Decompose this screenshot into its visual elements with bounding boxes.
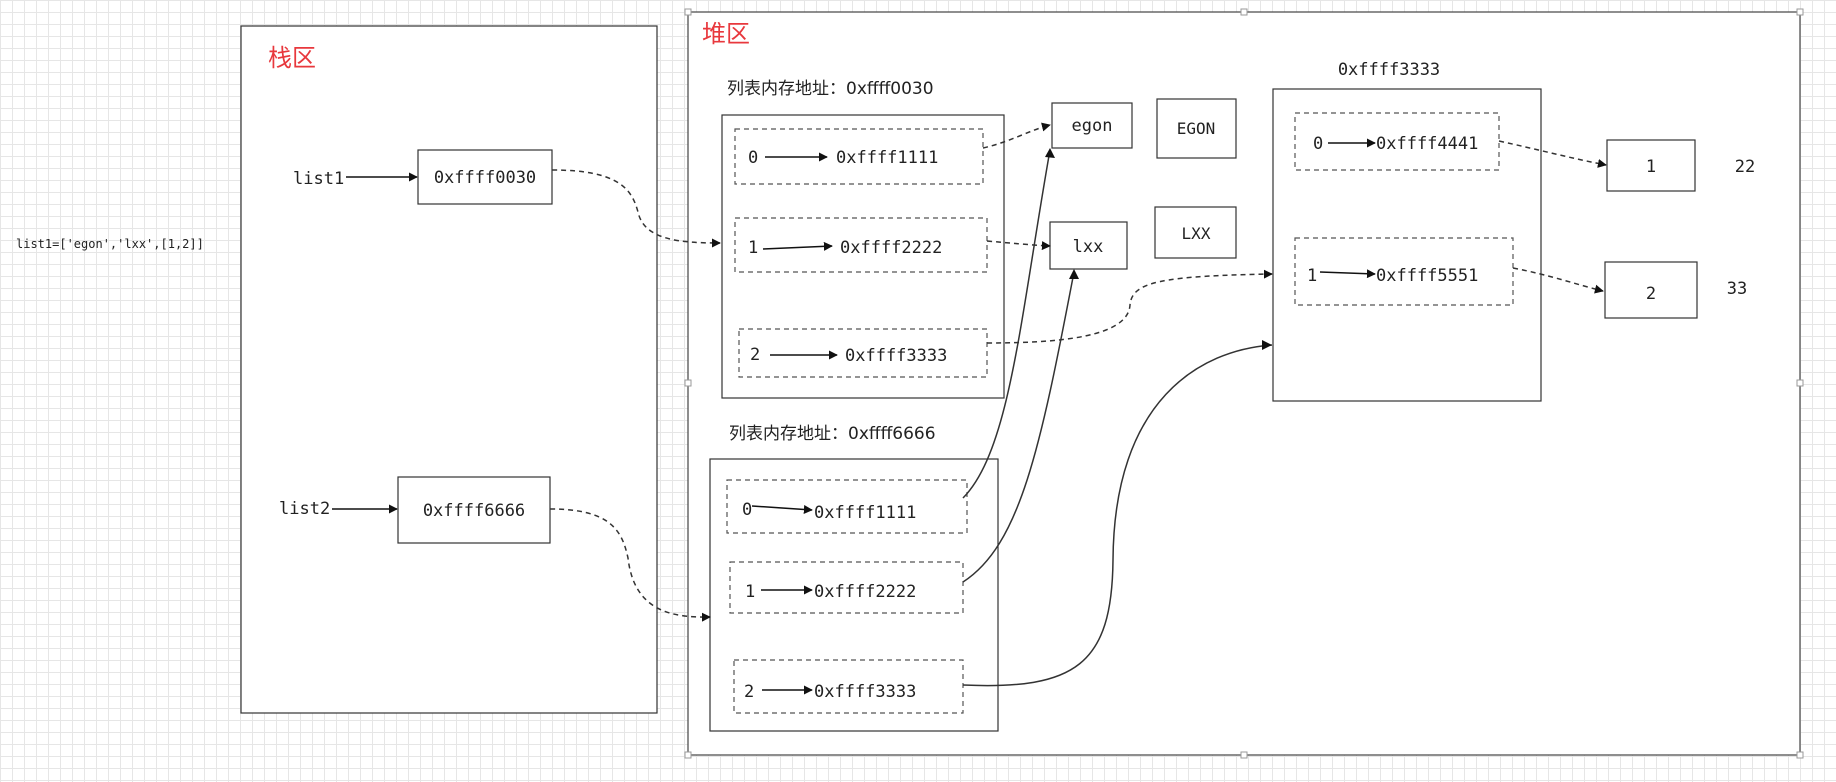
- list2-slot-0-index: 0: [742, 500, 752, 520]
- sublist-slot-1[interactable]: [1294, 237, 1514, 306]
- list2-slot-1-index: 1: [745, 582, 755, 602]
- list2-slot-2-index: 2: [744, 682, 754, 702]
- list1-slot-0-ref: 0xffff1111: [836, 148, 938, 168]
- egon-box[interactable]: [1051, 102, 1133, 149]
- list2-slot-2-ref: 0xffff3333: [814, 682, 916, 702]
- egon-text: egon: [1072, 116, 1113, 136]
- ref-list2-slot1-lxx: [962, 271, 1075, 583]
- ref-list1-slot1-lxx: [986, 240, 1051, 251]
- list2-slot-0-arrow: [751, 504, 813, 514]
- list2-slot-2[interactable]: [733, 659, 964, 714]
- list1-slot-2[interactable]: [738, 328, 988, 378]
- list1-slot-1-index: 1: [748, 238, 758, 258]
- list1-slot-1-ref: 0xffff2222: [840, 238, 942, 258]
- list2-object: [709, 458, 999, 732]
- int-2-text: 2: [1646, 284, 1656, 304]
- sublist-slot-1-arrow: [1319, 269, 1376, 279]
- list1-slot-1-arrow: [762, 241, 833, 251]
- ref-list2-slot2-sublist: [962, 344, 1273, 687]
- var-list2-name: list2: [279, 499, 330, 519]
- sublist-slot-0-index: 0: [1313, 134, 1323, 154]
- sublist-slot-1-ref: 0xffff5551: [1376, 266, 1478, 286]
- lxx-upper-text: LXX: [1182, 224, 1211, 243]
- ref-list1-to-list1-object: [551, 169, 721, 248]
- sublist-slot-0-ref: 0xffff4441: [1376, 134, 1478, 154]
- int-1-text: 1: [1646, 157, 1656, 177]
- var-list2-box[interactable]: [397, 476, 551, 544]
- list2-slot-1-ref: 0xffff2222: [814, 582, 916, 602]
- list1-slot-0[interactable]: [734, 128, 984, 185]
- lxx-text: lxx: [1073, 237, 1104, 257]
- var-list1-address: 0xffff0030: [434, 168, 536, 188]
- ref-sublist-slot0-int1: [1498, 140, 1607, 168]
- ref-list2-slot2-sublist-head: [1262, 340, 1272, 350]
- ref-list1-slot2-sublist: [986, 269, 1273, 344]
- var-list1-box[interactable]: [417, 149, 553, 205]
- ref-list2-slot1-lxx-head: [1069, 269, 1079, 279]
- sublist-address-label: 0xffff3333: [1338, 60, 1440, 80]
- list2-slot-1[interactable]: [729, 561, 964, 614]
- ref-list2-to-list2-object: [549, 508, 711, 622]
- list1-slot-2-index: 2: [750, 345, 760, 365]
- int-33-label: 33: [1727, 279, 1747, 299]
- sublist-slot-1-index: 1: [1307, 266, 1317, 286]
- int-1-box[interactable]: [1606, 139, 1696, 192]
- ref-sublist-slot1-int2: [1512, 267, 1604, 294]
- var-list1-name: list1: [293, 169, 344, 189]
- ref-list2-slot0-egon: [962, 149, 1051, 499]
- list2-slot-0-ref: 0xffff1111: [814, 503, 916, 523]
- list2-memory-label: 列表内存地址：0xffff6666: [729, 424, 936, 444]
- egon-upper-box[interactable]: [1156, 98, 1237, 159]
- list1-object: [721, 114, 1005, 399]
- lxx-upper-box[interactable]: [1154, 206, 1237, 259]
- selection-handles[interactable]: [684, 8, 1804, 759]
- int-2-box[interactable]: [1604, 261, 1698, 319]
- list1-slot-2-ref: 0xffff3333: [845, 346, 947, 366]
- stack-title: 栈区: [268, 44, 316, 72]
- stack-region: [240, 25, 658, 714]
- sublist-object: [1272, 88, 1542, 402]
- list1-slot-0-index: 0: [748, 148, 758, 168]
- egon-upper-text: EGON: [1177, 119, 1216, 138]
- list1-memory-label: 列表内存地址：0xffff0030: [727, 79, 934, 99]
- lxx-box[interactable]: [1049, 221, 1128, 270]
- heap-title: 堆区: [702, 20, 750, 48]
- var-list2-address: 0xffff6666: [423, 501, 525, 521]
- sublist-slot-0[interactable]: [1294, 112, 1500, 171]
- list1-slot-1[interactable]: [734, 217, 988, 273]
- int-22-label: 22: [1735, 157, 1755, 177]
- list2-slot-0[interactable]: [726, 479, 968, 534]
- code-line: list1=['egon','lxx',[1,2]]: [16, 237, 204, 251]
- ref-list2-slot0-egon-head: [1045, 148, 1055, 158]
- ref-list1-slot0-egon: [982, 122, 1051, 149]
